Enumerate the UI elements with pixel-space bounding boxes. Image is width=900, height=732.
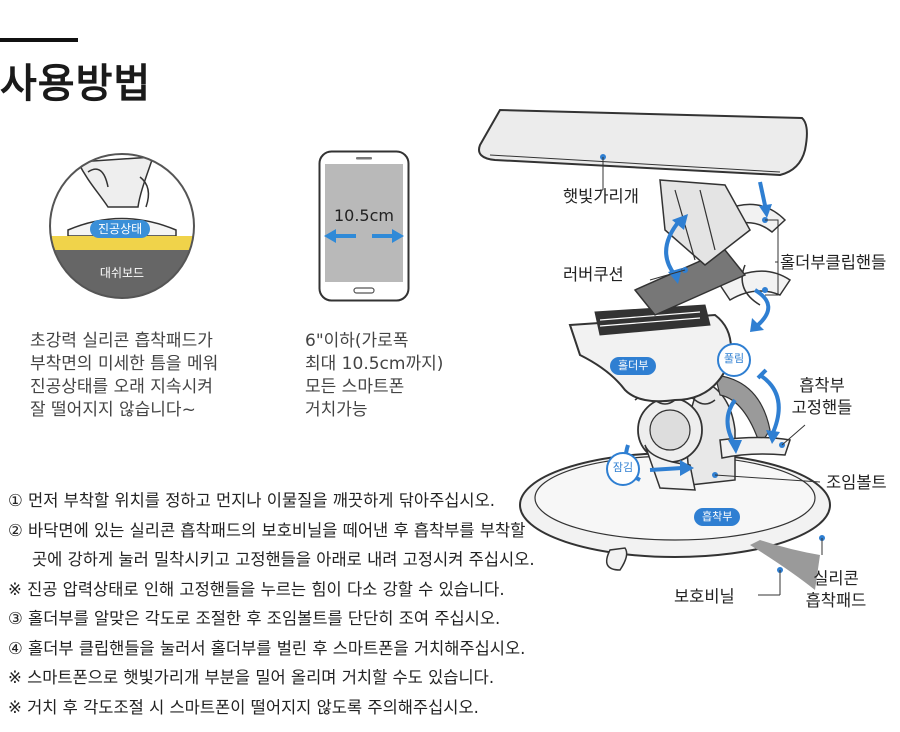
step-line: ※ 진공 압력상태로 인해 고정핸들을 누르는 힘이 다소 강할 수 있습니다. [8, 579, 505, 599]
holder-clip-handle-label: 홀더부클립핸들 [780, 253, 887, 272]
suction-handle-label: 흡착부 고정핸들 [782, 375, 862, 419]
step-line: ③ 홀더부를 알맞은 각도로 조절한 후 조임볼트를 단단히 조여 주십시오. [8, 609, 501, 628]
vacuum-badge: 진공상태 [90, 220, 151, 238]
desc-line: 부착면의 미세한 틈을 메워 [30, 354, 219, 374]
suction-badge: 흡착부 [694, 508, 741, 526]
holder-badge: 홀더부 [610, 357, 657, 375]
release-badge: 풀림 [717, 343, 751, 377]
silicone-pad-line1: 실리콘 [813, 569, 859, 588]
suction-handle-line1: 흡착부 [799, 376, 845, 395]
desc-line: 초강력 실리콘 흡착패드가 [30, 331, 213, 351]
dashboard-label: 대쉬보드 [99, 266, 145, 280]
instruction-steps: ① 먼저 부착할 위치를 정하고 먼지나 이물질을 깨끗하게 닦아주십시오. ②… [8, 486, 535, 722]
silicone-pad-label: 실리콘 흡착패드 [796, 568, 876, 612]
desc-line: 최대 10.5cm까지) [305, 354, 444, 374]
vacuum-illustration: 진공상태 대쉬보드 [48, 152, 196, 300]
suction-handle-line2: 고정핸들 [791, 398, 853, 417]
rubber-cushion-label: 러버쿠션 [563, 265, 624, 284]
silicone-pad-line2: 흡착패드 [805, 591, 867, 610]
page-title: 사용방법 [0, 61, 152, 107]
step-line: ① 먼저 부착할 위치를 정하고 먼지나 이물질을 깨끗하게 닦아주십시오. [8, 491, 496, 510]
vacuum-description: 초강력 실리콘 흡착패드가 부착면의 미세한 틈을 메워 진공상태를 오래 지속… [30, 330, 218, 422]
desc-line: 진공상태를 오래 지속시켜 [30, 377, 213, 397]
phone-holder-diagram: 햇빛가리개 홀더부클립핸들 러버쿠션 흡착부 고정핸들 조임볼트 보호비닐 실리… [460, 100, 900, 620]
desc-line: 6"이하(가로폭 [305, 331, 409, 351]
protective-film-label: 보호비닐 [674, 587, 735, 606]
sunshade-label: 햇빛가리개 [563, 187, 639, 206]
step-line: ※ 스마트폰으로 햇빛가리개 부분을 밀어 올리며 거치할 수도 있습니다. [8, 668, 495, 687]
phone-illustration: 10.5cm [318, 150, 410, 302]
width-measurement: 10.5cm [333, 206, 394, 225]
desc-line: 잘 떨어지지 않습니다~ [30, 400, 196, 420]
lock-badge: 잠김 [606, 452, 640, 486]
title-underline [0, 38, 78, 42]
lock-bolt-label: 조임볼트 [826, 473, 887, 492]
step-line: ② 바닥면에 있는 실리콘 흡착패드의 보호비닐을 떼어낸 후 흡착부를 부착할 [8, 520, 526, 540]
desc-line: 거치가능 [305, 400, 368, 420]
step-line: ④ 홀더부 클립핸들을 눌러서 홀더부를 벌린 후 스마트폰을 거치해주십시오. [8, 638, 526, 658]
step-line: 곳에 강하게 눌러 밀착시키고 고정핸들을 아래로 내려 고정시켜 주십시오. [32, 550, 535, 569]
phone-description: 6"이하(가로폭 최대 10.5cm까지) 모든 스마트폰 거치가능 [305, 330, 443, 422]
desc-line: 모든 스마트폰 [305, 377, 405, 397]
step-line: ※ 거치 후 각도조절 시 스마트폰이 떨어지지 않도록 주의해주십시오. [8, 697, 479, 717]
